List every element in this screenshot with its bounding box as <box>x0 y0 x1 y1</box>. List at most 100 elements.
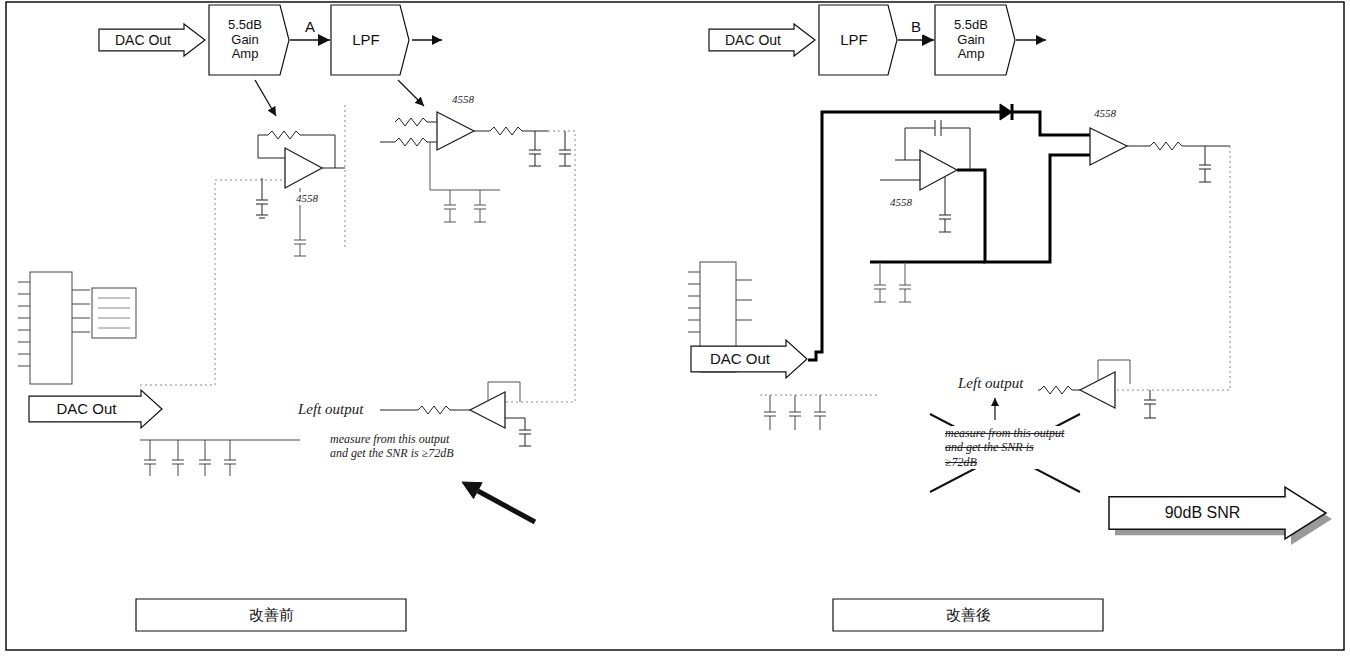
block-box: LPF <box>330 4 410 76</box>
dac-chip <box>30 272 72 384</box>
handwritten-note: measure from this output and get the SNR… <box>945 426 1065 469</box>
outline-shape <box>1109 487 1326 539</box>
callout-arrowhead <box>462 482 482 499</box>
caption-box: 改善後 <box>832 598 1104 632</box>
outline-shape <box>99 24 205 56</box>
handwritten-label: Left output <box>958 374 1023 392</box>
result-arrow: 90dB SNR <box>1108 486 1333 546</box>
resistor-symbol <box>268 131 300 139</box>
capacitor-symbol <box>939 177 951 232</box>
wire <box>1115 146 1230 390</box>
chip-pins <box>18 282 30 366</box>
chip-pins <box>736 280 752 320</box>
capacitor-symbol <box>874 262 911 302</box>
rewire-thick <box>1012 104 1090 135</box>
feedback-wire <box>1098 360 1130 384</box>
capacitor-symbol <box>529 131 541 166</box>
node-text: DAC Out <box>115 32 171 48</box>
opamp-symbol <box>437 112 474 150</box>
outline-shape <box>935 5 1015 75</box>
capacitor-symbol <box>1199 146 1211 182</box>
signal-arrow: DAC Out <box>708 23 816 57</box>
cross-out-mark <box>930 414 1080 492</box>
diode-symbol <box>1000 104 1012 120</box>
outline-shape <box>136 599 406 631</box>
filter-network <box>430 142 500 222</box>
capacitor-symbol <box>256 178 268 218</box>
node-text: DAC Out <box>725 32 781 48</box>
resistor-symbol <box>380 138 437 146</box>
wire <box>258 135 345 168</box>
mode-switch <box>92 288 136 338</box>
signal-point-label: B <box>909 19 923 36</box>
node-text: 5.5dB Gain Amp <box>220 18 270 63</box>
signal-arrow: DAC Out <box>690 339 808 379</box>
left-schematic <box>18 105 575 522</box>
node-text: LPF <box>840 31 868 48</box>
switch-lines <box>98 298 130 328</box>
signal-connector <box>898 39 934 41</box>
block-box: LPF <box>818 4 898 76</box>
outline-shape <box>209 5 289 75</box>
chip-pins <box>688 272 700 332</box>
opamp-symbol <box>1090 128 1127 165</box>
handwritten-label: 4558 <box>452 93 474 106</box>
chip-pins <box>72 290 90 332</box>
resistor-symbol <box>1038 386 1080 394</box>
capacitor-symbol <box>144 440 236 476</box>
right-schematic <box>688 104 1230 492</box>
capacitor-symbol <box>1144 390 1156 418</box>
handwritten-label: 4558 <box>890 196 912 209</box>
signal-arrow: DAC Out <box>98 23 206 57</box>
capacitor-symbol <box>505 418 531 446</box>
block-box: 5.5dB Gain Amp <box>934 4 1016 76</box>
capacitor-symbol <box>559 131 571 166</box>
rewire-thick <box>870 261 985 264</box>
rewire-thick <box>957 155 1090 262</box>
output-arrow <box>412 39 442 41</box>
node-text: LPF <box>352 31 380 48</box>
node-text: DAC Out <box>710 350 770 367</box>
node-text: DAC Out <box>56 400 116 417</box>
handwritten-label: 4558 <box>1094 107 1116 120</box>
signal-arrow: DAC Out <box>28 389 163 429</box>
node-text: 改善前 <box>249 606 294 623</box>
handwritten-label: 4558 <box>296 192 318 205</box>
leader-arrow <box>398 80 424 106</box>
opamp-symbol <box>285 148 322 188</box>
caption-box: 改善前 <box>135 598 407 632</box>
handwritten-note: measure from this output and get the SNR… <box>330 432 455 461</box>
outline-shape <box>833 599 1103 631</box>
signal-connector <box>290 39 330 41</box>
capacitor-symbol <box>764 395 826 430</box>
resistor-symbol <box>474 127 548 135</box>
signal-point-label: A <box>303 19 317 36</box>
callout-arrow <box>478 491 535 522</box>
capacitor-symbol <box>905 120 970 170</box>
outline-shape <box>819 5 897 75</box>
resistor-symbol <box>395 118 437 126</box>
handwritten-label: Left output <box>298 400 363 418</box>
resistor-symbol <box>380 406 470 414</box>
outline-shape <box>691 340 807 378</box>
supply-wire <box>140 440 300 441</box>
outline-shape <box>331 5 409 75</box>
wire <box>505 131 575 402</box>
rewire-thick <box>808 112 1000 360</box>
node-text: 改善後 <box>946 606 991 623</box>
opamp-symbol <box>920 150 957 190</box>
wire <box>345 105 346 250</box>
outline-shape <box>29 390 162 428</box>
outer-frame <box>6 2 1344 650</box>
node-text: 5.5dB Gain Amp <box>946 18 996 63</box>
wire <box>880 160 920 180</box>
node-text: 90dB SNR <box>1165 504 1241 522</box>
output-arrow <box>1016 39 1046 41</box>
wire <box>140 180 285 385</box>
resistor-symbol <box>1127 142 1230 150</box>
block-box: 5.5dB Gain Amp <box>208 4 290 76</box>
